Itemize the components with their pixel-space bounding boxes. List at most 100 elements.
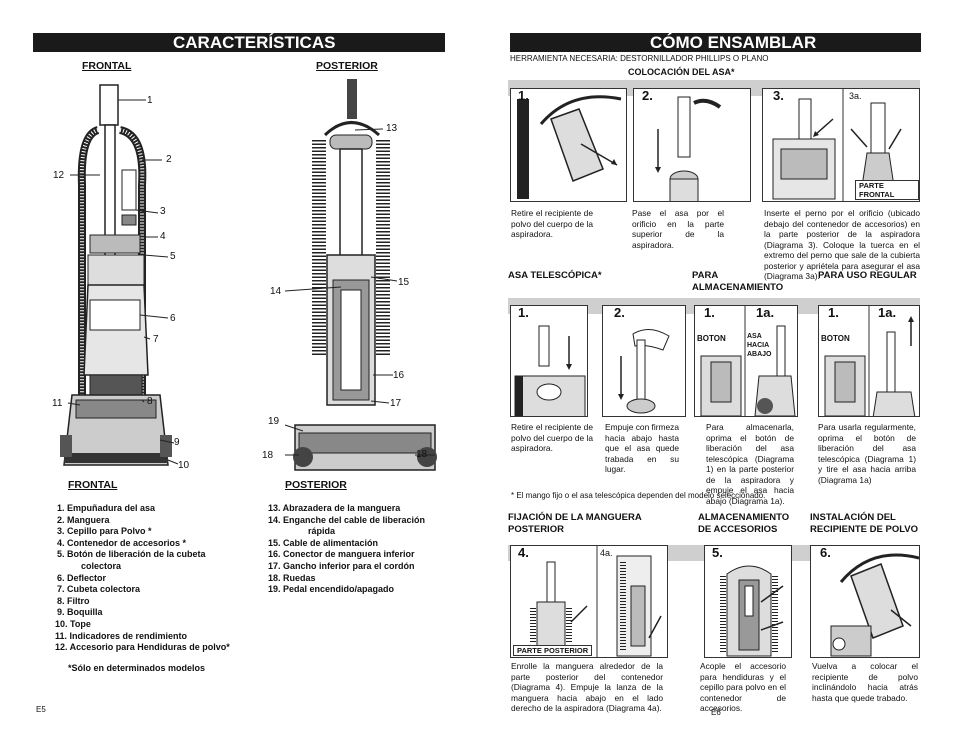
row2-caption-3: Para almacenarla, oprima el botón de lib… [706,422,794,506]
row3-step-5: 5. [712,545,723,560]
storage-heading: PARA ALMACENAMIENTO [692,270,784,293]
accessory-storage-heading: ALMACENAMIENTO DE ACCESORIOS [698,512,790,535]
callout-12: 12 [53,170,65,181]
row3-caption-1: Enrolle la manguera alrededor de la part… [511,661,663,713]
legend-item: 10. Tope [55,618,91,629]
callout-7: 7 [153,334,159,345]
legend-item: 17. Gancho inferior para el cordón [268,560,415,571]
model-footnote: * El mango fijo o el asa telescópica dep… [511,491,766,500]
regular-use-heading: PARA USO REGULAR [818,270,917,281]
row3-step-6: 6. [820,545,831,560]
callout-13: 13 [386,123,398,134]
row1-caption-3: Inserte el perno por el orificio (ubicad… [764,208,920,281]
page-number-left: E5 [36,705,46,714]
row1-step-3a: 3a. [849,91,862,101]
callout-4: 4 [160,231,166,242]
legend-item: 8. Filtro [57,595,90,606]
models-footnote: *Sólo en determinados modelos [68,663,206,673]
row2-step-3a: 1a. [756,305,775,320]
callout-8: 8 [147,396,153,407]
page-number-right: E6 [711,708,721,717]
callout-14: 14 [270,286,282,297]
posterior-legend-list: 13. Abrazadera de la manguera 14. Enganc… [268,503,458,596]
row3-panel-3 [810,545,920,658]
handle-placement-heading: COLOCACIÓN DEL ASA* [628,67,735,77]
callout-5: 5 [170,251,176,262]
row2-panel-4: BOTON [818,305,920,417]
legend-item: 2. Manguera [57,514,110,525]
rear-part-tag: PARTE POSTERIOR [513,645,593,656]
callout-11: 11 [52,398,63,409]
legend-item: 5. Botón de liberación de la cubeta [57,549,206,560]
legend-item: 3. Cepillo para Polvo * [57,526,152,537]
row2-step-1: 1. [518,305,529,320]
row3-caption-2: Acople el accesorio para hendiduras y el… [700,661,786,713]
dust-cup-install-heading: INSTALACIÓN DEL RECIPIENTE DE POLVO [810,512,919,535]
legend-item: 1. Empuñadura del asa [57,503,156,513]
callout-2: 2 [166,154,172,165]
telescopic-handle-heading: ASA TELESCÓPICA* [508,270,602,281]
button-label: BOTON [697,334,726,343]
row2-step-3: 1. [704,305,715,320]
callout-18-left: 18 [262,450,274,461]
frontal-legend-list: 1. Empuñadura del asa 2. Manguera 3. Cep… [55,503,255,654]
legend-item: 18. Ruedas [268,572,316,583]
row3-caption-3: Vuelva a colocar el recipiente de polvo … [812,661,918,703]
legend-item: colectora [81,560,122,571]
callout-6: 6 [170,313,176,324]
assembly-title-bar: CÓMO ENSAMBLAR [510,33,921,52]
row2-caption-4: Para usarla regularmente, oprima el botó… [818,422,916,485]
row2-step-4a: 1a. [878,305,897,320]
legend-item: 12. Accesorio para Hendiduras de polvo* [55,642,230,653]
callout-10: 10 [178,460,190,471]
row3-step-4a: 4a. [600,548,613,558]
hose-fixing-heading: FIJACIÓN DE LA MANGUERA POSTERIOR [508,512,642,535]
front-part-tag: PARTE FRONTAL [855,180,919,200]
handle-down-label: ASA HACIA ABAJO [747,332,775,359]
row1-caption-2: Pase el asa por el orificio en la parte … [632,208,724,250]
row3-panel-1: PARTE POSTERIOR [510,545,668,658]
front-vacuum-illustration [60,84,179,466]
row3-step-4: 4. [518,545,529,560]
legend-item: 19. Pedal encendido/apagado [268,584,395,595]
row1-panel-1 [510,88,627,202]
legend-item: 7. Cubeta colectora [57,584,141,595]
row1-panel-2 [633,88,751,202]
callout-3: 3 [160,206,166,217]
row2-caption-2: Empuje con firmeza hacia abajo hasta que… [605,422,680,474]
row2-panel-1 [510,305,588,417]
posterior-legend-label: POSTERIOR [285,479,347,491]
features-title-bar: CARACTERÍSTICAS [33,33,445,52]
callout-15: 15 [398,277,410,288]
legend-item: 14. Enganche del cable de liberación [268,514,426,525]
callout-19: 19 [268,416,280,427]
row1-caption-1: Retire el recipiente de polvo del cuerpo… [511,208,593,239]
legend-item: 9. Boquilla [57,607,103,618]
row1-step-3: 3. [773,88,784,103]
button-label-2: BOTON [821,334,850,343]
row2-caption-1: Retire el recipiente de polvo del cuerpo… [511,422,593,453]
callout-18-right: 18 [416,449,428,460]
row2-panel-2 [602,305,686,417]
posterior-view-label: POSTERIOR [316,60,378,72]
callout-1: 1 [147,95,153,106]
callout-16: 16 [393,370,405,381]
row3-panel-2 [704,545,792,658]
callout-9: 9 [174,437,180,448]
row2-step-4: 1. [828,305,839,320]
row2-step-2: 2. [614,305,625,320]
legend-item: 16. Conector de manguera inferior [268,549,415,560]
row1-panel-3: PARTE FRONTAL [762,88,920,202]
legend-item: 15. Cable de alimentación [268,537,379,548]
tools-required: HERRAMIENTA NECESARIA: DESTORNILLADOR PH… [510,54,769,63]
rear-vacuum-illustration [284,79,437,471]
row1-step-1: 1. [518,88,529,103]
row2-panel-3: BOTON ASA HACIA ABAJO [694,305,798,417]
legend-item: 6. Deflector [57,572,107,583]
frontal-view-label: FRONTAL [82,60,132,72]
legend-item: 13. Abrazadera de la manguera [268,503,401,513]
row1-step-2: 2. [642,88,653,103]
legend-item: 4. Contenedor de accesorios * [57,537,187,548]
callout-17: 17 [390,398,402,409]
frontal-legend-label: FRONTAL [68,479,118,491]
